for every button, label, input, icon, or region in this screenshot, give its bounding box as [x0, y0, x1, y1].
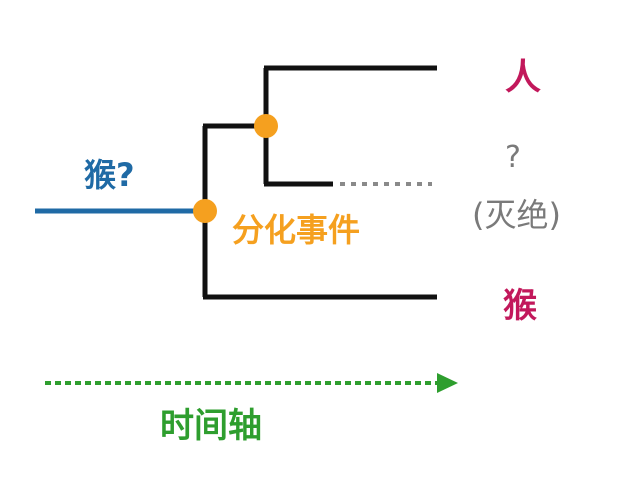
label-divergence-event: 分化事件	[232, 211, 361, 249]
label-time-axis: 时间轴	[160, 406, 262, 446]
time-axis-arrowhead	[437, 373, 458, 393]
label-monkey: 猴	[503, 286, 537, 326]
label-ancestor: 猴?	[84, 156, 135, 194]
inner-divergence-node	[254, 114, 278, 138]
label-human: 人	[505, 57, 542, 98]
root-divergence-node	[193, 199, 217, 223]
label-extinct: (灭绝)	[472, 196, 561, 234]
label-unknown: ?	[505, 140, 521, 175]
